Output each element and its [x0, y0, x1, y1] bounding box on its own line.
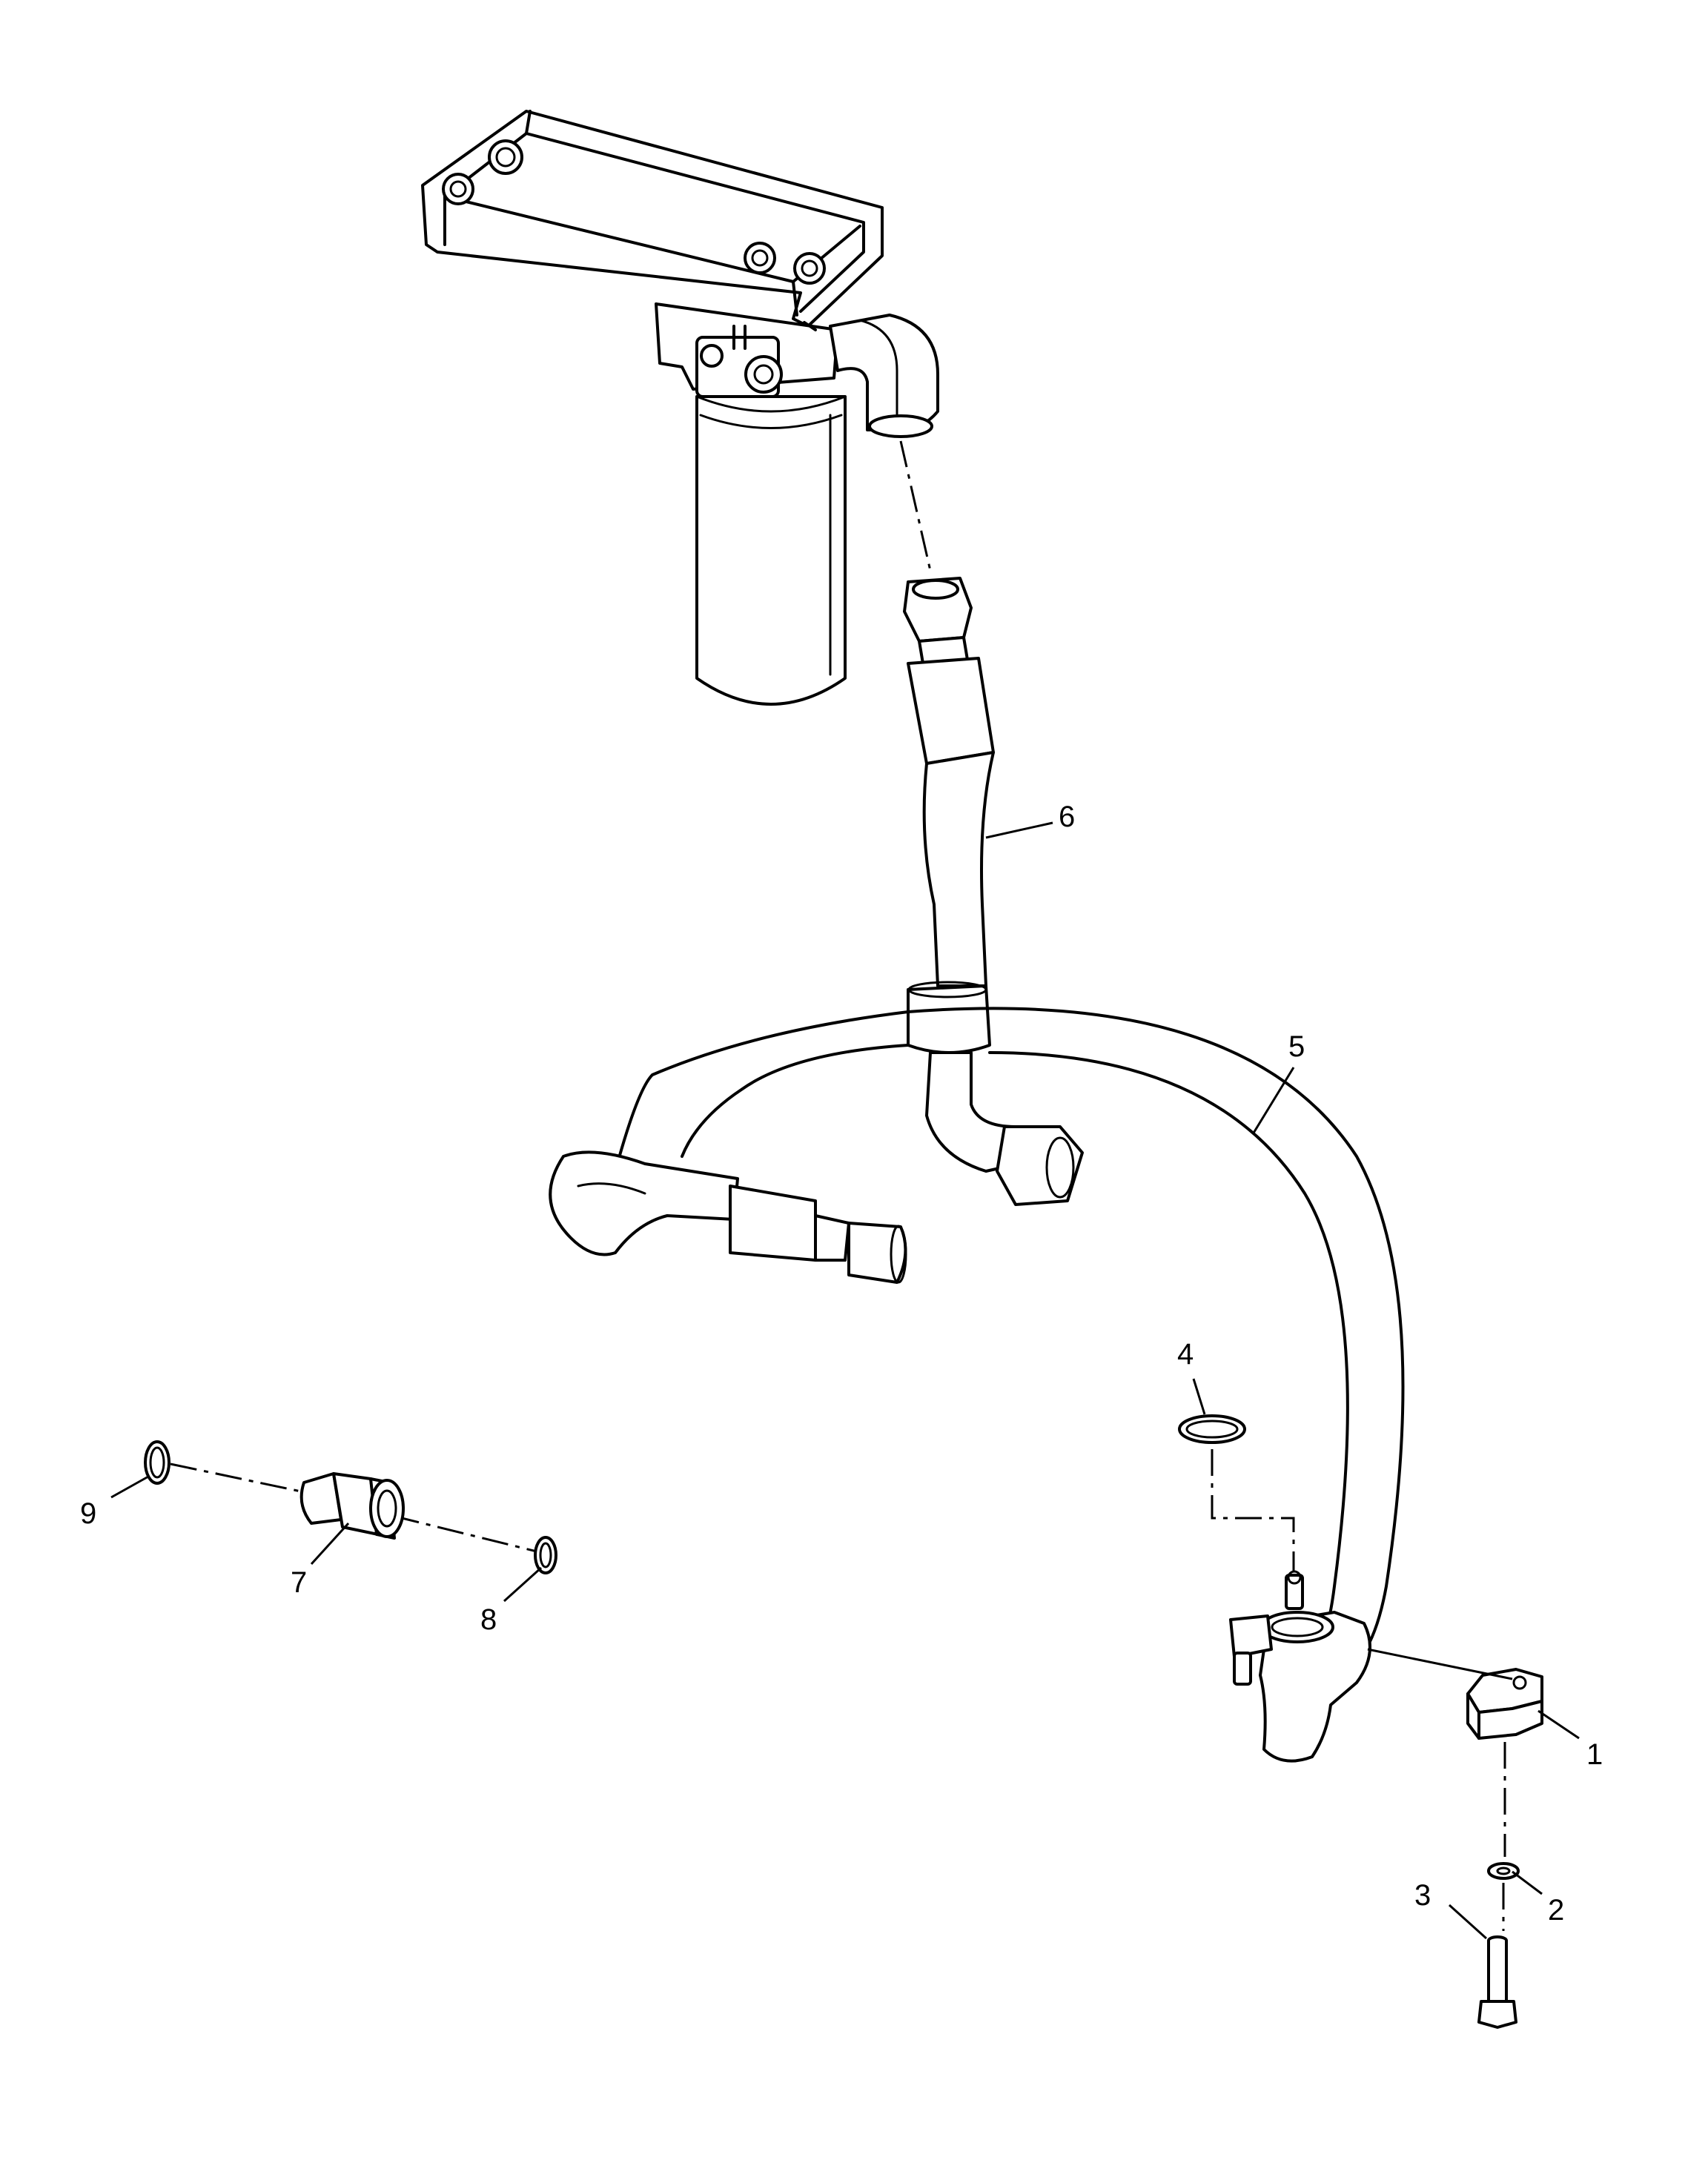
bracket-bolt [744, 242, 776, 274]
part-3-bolt [1477, 1935, 1517, 2029]
leader-line-5 [1251, 1067, 1295, 1135]
leader-line-1 [1537, 1709, 1580, 1740]
filter-outlet-elbow [829, 314, 939, 438]
callout-7: 7 [291, 1566, 307, 1599]
leader-line-9 [110, 1475, 149, 1499]
leader-line-4 [1192, 1378, 1206, 1415]
filter-mounting-bracket [421, 110, 884, 328]
filter-canister [695, 395, 847, 706]
hose-6 [903, 577, 995, 1054]
part-1-flange-clamp [1466, 1668, 1543, 1740]
callout-6: 6 [1059, 801, 1075, 833]
part-8-o-ring [534, 1536, 557, 1574]
leader-line-7 [310, 1522, 350, 1566]
hose-5-flange-end [1229, 1570, 1371, 1763]
callout-4: 4 [1177, 1338, 1194, 1371]
callout-2: 2 [1548, 1894, 1564, 1927]
bracket-bolt [442, 173, 474, 205]
callout-8: 8 [480, 1603, 497, 1636]
part-2-lock-washer [1487, 1862, 1520, 1880]
assembly-line-o-ring [1211, 1449, 1295, 1571]
callout-3: 3 [1414, 1879, 1431, 1912]
bracket-bolt [793, 252, 826, 285]
leader-line-2 [1512, 1870, 1543, 1895]
hose-5 [549, 1007, 1405, 1677]
callout-9: 9 [80, 1497, 96, 1530]
callout-1: 1 [1586, 1738, 1603, 1771]
part-9-o-ring [144, 1440, 171, 1485]
leader-line-6 [985, 821, 1053, 839]
assembly-line-flange [1367, 1648, 1513, 1680]
assembly-line-fitting [170, 1463, 543, 1554]
callout-5: 5 [1288, 1030, 1305, 1063]
leader-line-3 [1448, 1904, 1488, 1940]
part-7-adapter-fitting [299, 1472, 405, 1540]
bracket-bolt [488, 139, 523, 175]
filter-head [655, 302, 839, 398]
part-4-o-ring [1178, 1414, 1246, 1444]
leader-line-8 [503, 1566, 543, 1603]
assembly-line-elbow-to-hose [899, 440, 932, 572]
